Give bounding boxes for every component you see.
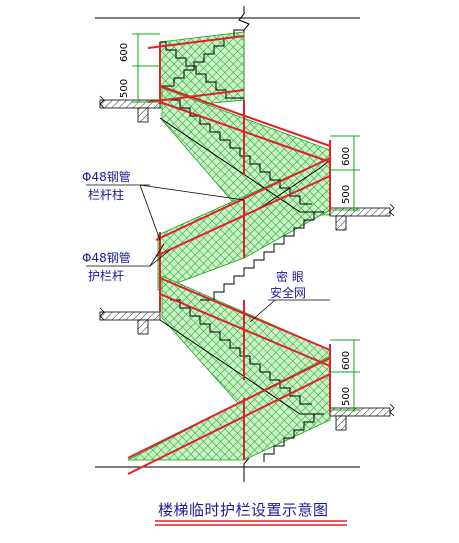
label-net-sub: 安全网	[270, 286, 307, 300]
break-marks	[99, 95, 395, 417]
guard-rails	[127, 35, 331, 475]
dim-600-top-left: 600	[119, 42, 130, 62]
stair-flight-5	[263, 413, 324, 462]
landing-right-2	[329, 407, 391, 431]
dim-600-right-1: 600	[341, 146, 352, 166]
landing-left-2	[99, 311, 161, 335]
dimension-lines	[132, 33, 360, 412]
dim-500-right-2: 500	[341, 386, 352, 406]
stair-flight-3	[200, 159, 331, 301]
landing-left-1	[99, 99, 161, 123]
dim-500-top-left: 500	[119, 78, 130, 98]
label-pipe-rail-sub: 护栏杆	[88, 269, 125, 283]
leader-lines	[86, 184, 330, 323]
label-pipe-post: Φ48钢管	[82, 170, 131, 184]
dim-600-right-2: 600	[341, 350, 352, 370]
label-pipe-rail: Φ48钢管	[82, 251, 131, 265]
label-pipe-post-sub: 栏杆柱	[88, 188, 125, 202]
label-net: 密 眼	[276, 270, 304, 284]
landing-right-1	[329, 207, 391, 231]
diagram-caption: 楼梯临时护栏设置示意图	[158, 501, 329, 519]
dim-500-right-1: 500	[341, 184, 352, 204]
